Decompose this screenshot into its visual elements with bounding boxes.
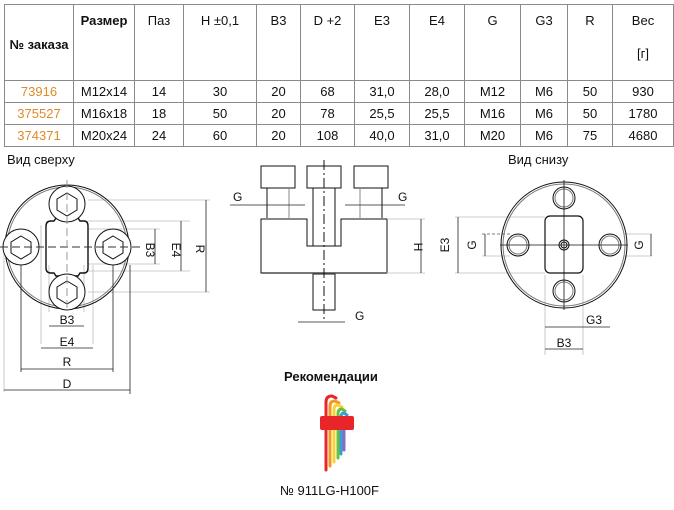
recommendation-article: № 911LG-H100F xyxy=(280,483,379,498)
dim-r-vertical: R xyxy=(193,245,207,254)
header-r: R xyxy=(567,4,613,81)
dim-g-shank: G xyxy=(355,309,364,323)
weight-label: Вес xyxy=(631,13,655,28)
slot-cell: 18 xyxy=(134,102,184,125)
table-row: 374371 M20x24 24 60 20 108 40,0 31,0 M20… xyxy=(4,124,674,147)
g-cell: M20 xyxy=(464,124,521,147)
size-cell: M16x18 xyxy=(73,102,135,125)
bolt-head-right xyxy=(353,165,389,189)
dim-g-bottom-left: G xyxy=(465,240,479,249)
b3-cell: 20 xyxy=(256,124,301,147)
header-e3: E3 xyxy=(354,4,410,81)
header-order: № заказа xyxy=(4,4,74,81)
dim-e3: E3 xyxy=(438,237,452,252)
bottom-view-title: Вид снизу xyxy=(508,152,569,167)
slot-cross xyxy=(45,217,89,277)
weight-cell: 4680 xyxy=(612,124,674,147)
g3-cell: M6 xyxy=(520,124,568,147)
dim-b3-bottom: B3 xyxy=(557,336,572,350)
size-cell: M20x24 xyxy=(73,124,135,147)
dim-r-horizontal: R xyxy=(63,355,72,369)
e4-cell: 25,5 xyxy=(409,102,465,125)
dim-b3-vertical: B3 xyxy=(143,243,157,258)
dim-e4-vertical: E4 xyxy=(169,243,183,258)
dim-b3-horizontal: B3 xyxy=(60,313,75,327)
h-cell: 60 xyxy=(183,124,257,147)
e3-cell: 40,0 xyxy=(354,124,410,147)
dim-g3: G3 xyxy=(586,313,602,327)
header-e4: E4 xyxy=(409,4,465,81)
dim-h: H xyxy=(411,243,425,252)
recommendation-title: Рекомендации xyxy=(284,369,378,384)
table-header-row: № заказа Размер Паз H ±0,1 B3 D +2 E3 E4… xyxy=(4,4,674,81)
weight-unit: [г] xyxy=(637,46,649,61)
header-g3: G3 xyxy=(520,4,568,81)
slot-cell: 14 xyxy=(134,80,184,103)
dim-g-right: G xyxy=(398,190,407,204)
r-cell: 75 xyxy=(567,124,613,147)
spec-table: № заказа Размер Паз H ±0,1 B3 D +2 E3 E4… xyxy=(4,4,674,147)
header-size: Размер xyxy=(73,4,135,81)
bolt-head-left xyxy=(260,165,296,189)
header-g: G xyxy=(464,4,521,81)
dimension-lines xyxy=(4,200,207,394)
top-view-title: Вид сверху xyxy=(7,152,75,167)
weight-cell: 930 xyxy=(612,80,674,103)
dim-g-left: G xyxy=(233,190,242,204)
g-cell: M12 xyxy=(464,80,521,103)
dim-e4-horizontal: E4 xyxy=(60,335,75,349)
header-h: H ±0,1 xyxy=(183,4,257,81)
size-cell: M12x14 xyxy=(73,80,135,103)
dim-d-horizontal: D xyxy=(63,377,72,391)
hex-key-set-icon xyxy=(320,394,354,472)
dim-g-bottom-right: G xyxy=(632,240,646,249)
